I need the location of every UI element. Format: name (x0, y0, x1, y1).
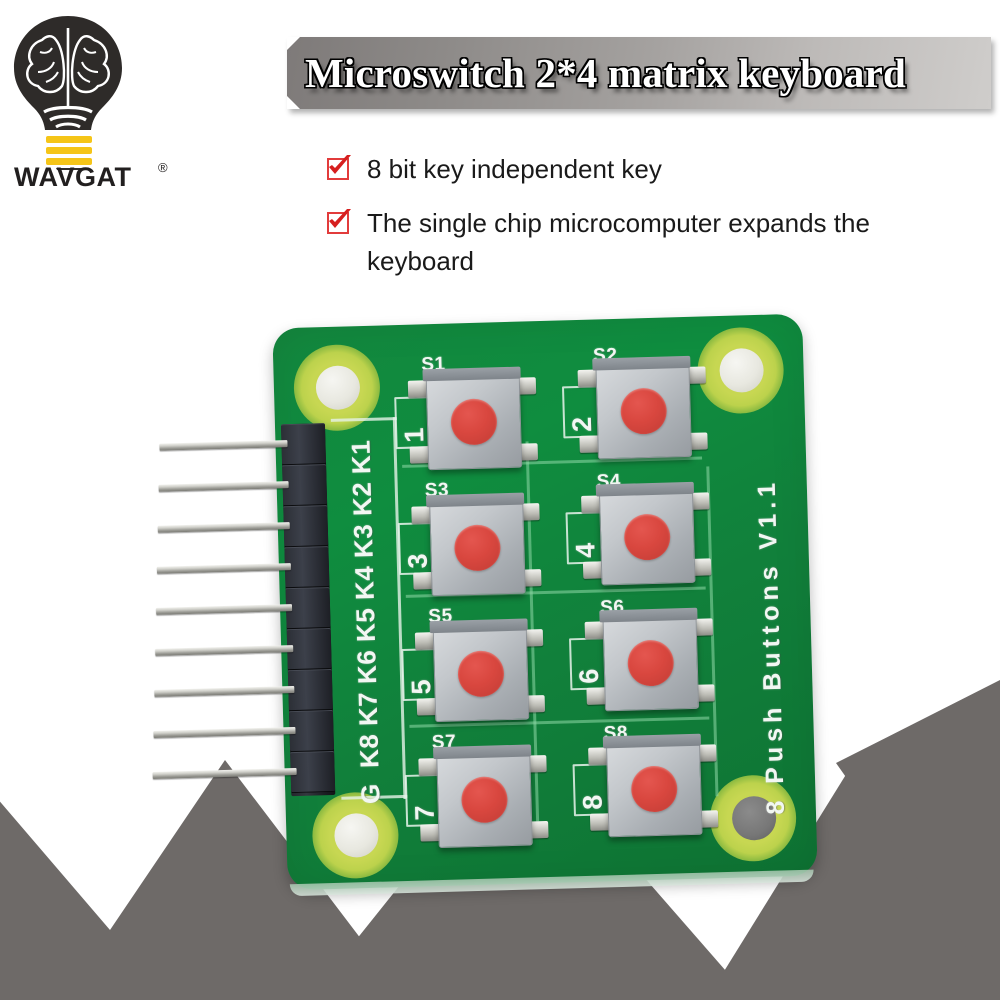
header-pin (153, 727, 296, 738)
header-pin (157, 522, 290, 533)
pin-label-k2: K2 (346, 481, 378, 517)
push-button-8[interactable] (588, 740, 719, 838)
brand-logo: WAVGAT ® (6, 10, 186, 200)
header-pin (158, 481, 289, 492)
brand-name: WAVGAT (14, 162, 132, 192)
product-photo: K1 K2 K3 K4 K5 K6 K7 K8 G 1 2 3 4 5 6 7 (152, 311, 828, 897)
list-item: 8 bit key independent key (325, 150, 965, 188)
push-button-2[interactable] (577, 362, 708, 460)
feature-text: 8 bit key independent key (367, 154, 662, 184)
registered-trademark-mark: ® (158, 160, 168, 175)
header-pin (152, 768, 297, 780)
brain-lightbulb-icon (14, 16, 122, 170)
page-title: Microswitch 2*4 matrix keyboard (305, 50, 907, 96)
list-item: The single chip microcomputer expands th… (325, 204, 965, 280)
red-checkbox-check-icon (325, 208, 353, 236)
pin-label-k4: K4 (348, 565, 380, 601)
header-pin (156, 604, 293, 615)
push-button-1[interactable] (407, 373, 539, 471)
red-checkbox-check-icon (325, 154, 353, 182)
push-button-6[interactable] (584, 614, 715, 712)
header-pin (155, 645, 294, 656)
push-button-7[interactable] (418, 751, 549, 849)
header-pin (159, 440, 288, 451)
pcb-board: K1 K2 K3 K4 K5 K6 K7 K8 G 1 2 3 4 5 6 7 (152, 313, 818, 897)
push-button-5[interactable] (414, 625, 546, 723)
push-button-3[interactable] (411, 499, 542, 597)
pin-label-k7: K7 (352, 691, 384, 727)
pin-label-g: G (354, 782, 386, 805)
pin-label-k5: K5 (350, 607, 382, 643)
feature-text: The single chip microcomputer expands th… (367, 208, 870, 276)
header-pin (156, 563, 292, 574)
title-banner: Microswitch 2*4 matrix keyboard (287, 37, 991, 109)
pin-label-k1: K1 (345, 439, 377, 475)
pin-label-k3: K3 (347, 523, 379, 559)
pin-header (152, 423, 336, 797)
pin-label-k8: K8 (353, 733, 385, 769)
feature-list: 8 bit key independent key The single chi… (325, 150, 965, 296)
push-button-4[interactable] (581, 488, 712, 586)
pin-label-k6: K6 (351, 649, 383, 685)
header-pin (154, 686, 295, 697)
